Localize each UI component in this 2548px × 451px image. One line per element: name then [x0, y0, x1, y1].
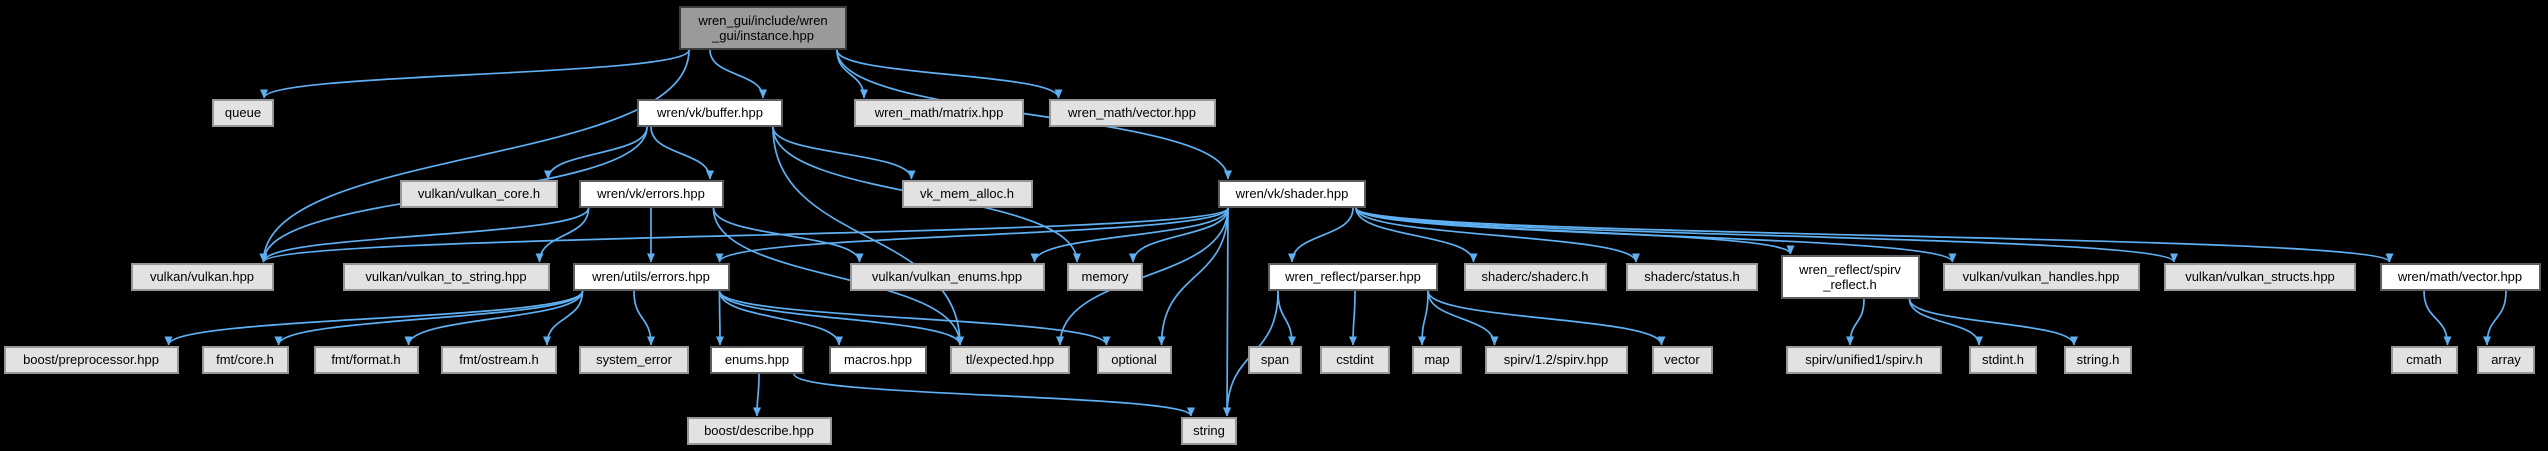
edge-buffer-to-vk_mem_alloc [772, 126, 916, 180]
graph-node-boost_preprocessor: boost/preprocessor.hpp [3, 346, 179, 374]
edge-shader-to-vulkan_structs [1355, 207, 2178, 263]
edge-utils_errors-to-optional [718, 290, 1111, 346]
graph-node-macros[interactable]: macros.hpp [829, 346, 927, 374]
edge-spirv_reflect-to-spirv_unified [1846, 298, 1865, 346]
graph-node-math_vector_ext: wren_math/vector.hpp [1048, 99, 1216, 127]
edge-utils_errors-to-fmt_ostream [543, 290, 584, 346]
graph-node-string_std: string [1181, 417, 1237, 445]
edge-utils_errors-to-fmt_core [274, 290, 584, 346]
edge-shader-to-parser [1288, 207, 1354, 263]
graph-node-fmt_core: fmt/core.h [201, 346, 289, 374]
edge-shader-to-memory [1129, 207, 1229, 263]
edge-shader-to-string_std [1223, 207, 1232, 417]
graph-node-tl_expected: tl/expected.hpp [950, 346, 1070, 374]
edge-spirv_reflect-to-stdint_h [1908, 298, 1983, 346]
graph-node-instance[interactable]: wren_gui/include/wren _gui/instance.hpp [679, 6, 847, 50]
edge-buffer-to-tl_expected [772, 126, 964, 346]
graph-node-string_h: string.h [2064, 346, 2132, 374]
edge-utils_errors-to-fmt_format [404, 290, 584, 346]
graph-node-vulkan_to_string: vulkan/vulkan_to_string.hpp [342, 263, 550, 291]
edge-utils_errors-to-boost_preprocessor [164, 290, 584, 346]
edge-shader-to-vulkan_hpp [259, 207, 1229, 263]
graph-node-shaderc_shaderc: shaderc/shaderc.h [1463, 263, 1607, 291]
graph-node-spirv_12: spirv/1.2/spirv.hpp [1484, 346, 1628, 374]
edge-instance-to-matrix [836, 49, 868, 99]
edge-math_vector-to-array [2483, 290, 2507, 346]
graph-node-vector_std: vector [1651, 346, 1713, 374]
edge-shader-to-vulkan_enums [1030, 207, 1229, 263]
edge-buffer-to-vulkan_core [544, 126, 648, 180]
edge-instance-to-buffer [709, 49, 767, 99]
graph-node-vk_mem_alloc: vk_mem_alloc.h [901, 180, 1033, 208]
graph-node-vulkan_handles: vulkan/vulkan_handles.hpp [1942, 263, 2140, 291]
graph-node-vulkan_structs: vulkan/vulkan_structs.hpp [2164, 263, 2356, 291]
graph-node-boost_describe: boost/describe.hpp [686, 417, 832, 445]
graph-node-parser[interactable]: wren_reflect/parser.hpp [1268, 263, 1438, 291]
graph-node-vulkan_core: vulkan/vulkan_core.h [400, 180, 558, 208]
edge-shader-to-utils_errors [715, 207, 1229, 263]
edge-parser-to-spirv_12 [1427, 290, 1499, 346]
edge-instance-to-vulkan_hpp [259, 49, 690, 263]
edge-vk_errors-to-vulkan_hpp [259, 207, 590, 263]
edge-shader-to-optional [1157, 207, 1229, 346]
graph-node-utils_errors[interactable]: wren/utils/errors.hpp [572, 263, 730, 291]
graph-node-shaderc_status: shaderc/status.h [1626, 263, 1758, 291]
graph-node-cmath: cmath [2390, 346, 2458, 374]
edge-vk_errors-to-tl_expected [712, 207, 964, 346]
graph-node-spirv_unified: spirv/unified1/spirv.h [1786, 346, 1942, 374]
edge-utils_errors-to-enums [715, 290, 724, 346]
graph-node-queue: queue [212, 99, 274, 127]
edge-shader-to-vulkan_handles [1355, 207, 1957, 263]
edge-enums-to-string_std [793, 373, 1195, 417]
graph-node-optional: optional [1096, 346, 1172, 374]
graph-node-cstdint: cstdint [1320, 346, 1390, 374]
edge-parser-to-cstdint [1349, 290, 1358, 346]
edge-parser-to-span [1277, 290, 1296, 346]
graph-node-system_error: system_error [579, 346, 689, 374]
edge-buffer-to-vk_errors [650, 126, 714, 180]
graph-node-span: span [1248, 346, 1302, 374]
edge-utils_errors-to-tl_expected [718, 290, 964, 346]
graph-node-enums[interactable]: enums.hpp [710, 346, 804, 374]
graph-node-array: array [2477, 346, 2535, 374]
edge-instance-to-shader [836, 49, 1232, 180]
edge-spirv_reflect-to-string_h [1908, 298, 2078, 346]
edge-shader-to-math_vector [1355, 207, 2394, 263]
graph-node-matrix: wren_math/matrix.hpp [854, 99, 1024, 127]
edge-shader-to-shaderc_status [1355, 207, 1640, 263]
edge-instance-to-math_vector_ext [836, 49, 1063, 99]
graph-node-buffer[interactable]: wren/vk/buffer.hpp [637, 99, 783, 127]
edge-enums-to-boost_describe [753, 373, 762, 417]
graph-node-map: map [1412, 346, 1462, 374]
edge-instance-to-queue [260, 49, 690, 99]
graph-node-memory: memory [1067, 263, 1143, 291]
graph-node-fmt_ostream: fmt/ostream.h [441, 346, 557, 374]
edge-vk_errors-to-vulkan_to_string [535, 207, 590, 263]
edge-vk_errors-to-vulkan_enums [712, 207, 864, 263]
graph-node-shader[interactable]: wren/vk/shader.hpp [1218, 180, 1366, 208]
graph-node-math_vector[interactable]: wren/math/vector.hpp [2379, 263, 2541, 291]
edge-math_vector-to-cmath [2423, 290, 2452, 346]
graph-node-vulkan_hpp: vulkan/vulkan.hpp [130, 263, 274, 291]
graph-node-vk_errors[interactable]: wren/vk/errors.hpp [578, 180, 724, 208]
graph-node-fmt_format: fmt/format.h [313, 346, 419, 374]
graph-node-spirv_reflect[interactable]: wren_reflect/spirv _reflect.h [1780, 255, 1920, 299]
graph-node-stdint_h: stdint.h [1969, 346, 2037, 374]
edge-parser-to-map [1418, 290, 1429, 346]
edge-shader-to-tl_expected [1056, 207, 1229, 346]
edge-shader-to-shaderc_shaderc [1355, 207, 1478, 263]
edge-parser-to-vector_std [1427, 290, 1666, 346]
edge-utils_errors-to-system_error [633, 290, 655, 346]
edge-utils_errors-to-macros [718, 290, 843, 346]
graph-node-vulkan_enums: vulkan/vulkan_enums.hpp [849, 263, 1045, 291]
